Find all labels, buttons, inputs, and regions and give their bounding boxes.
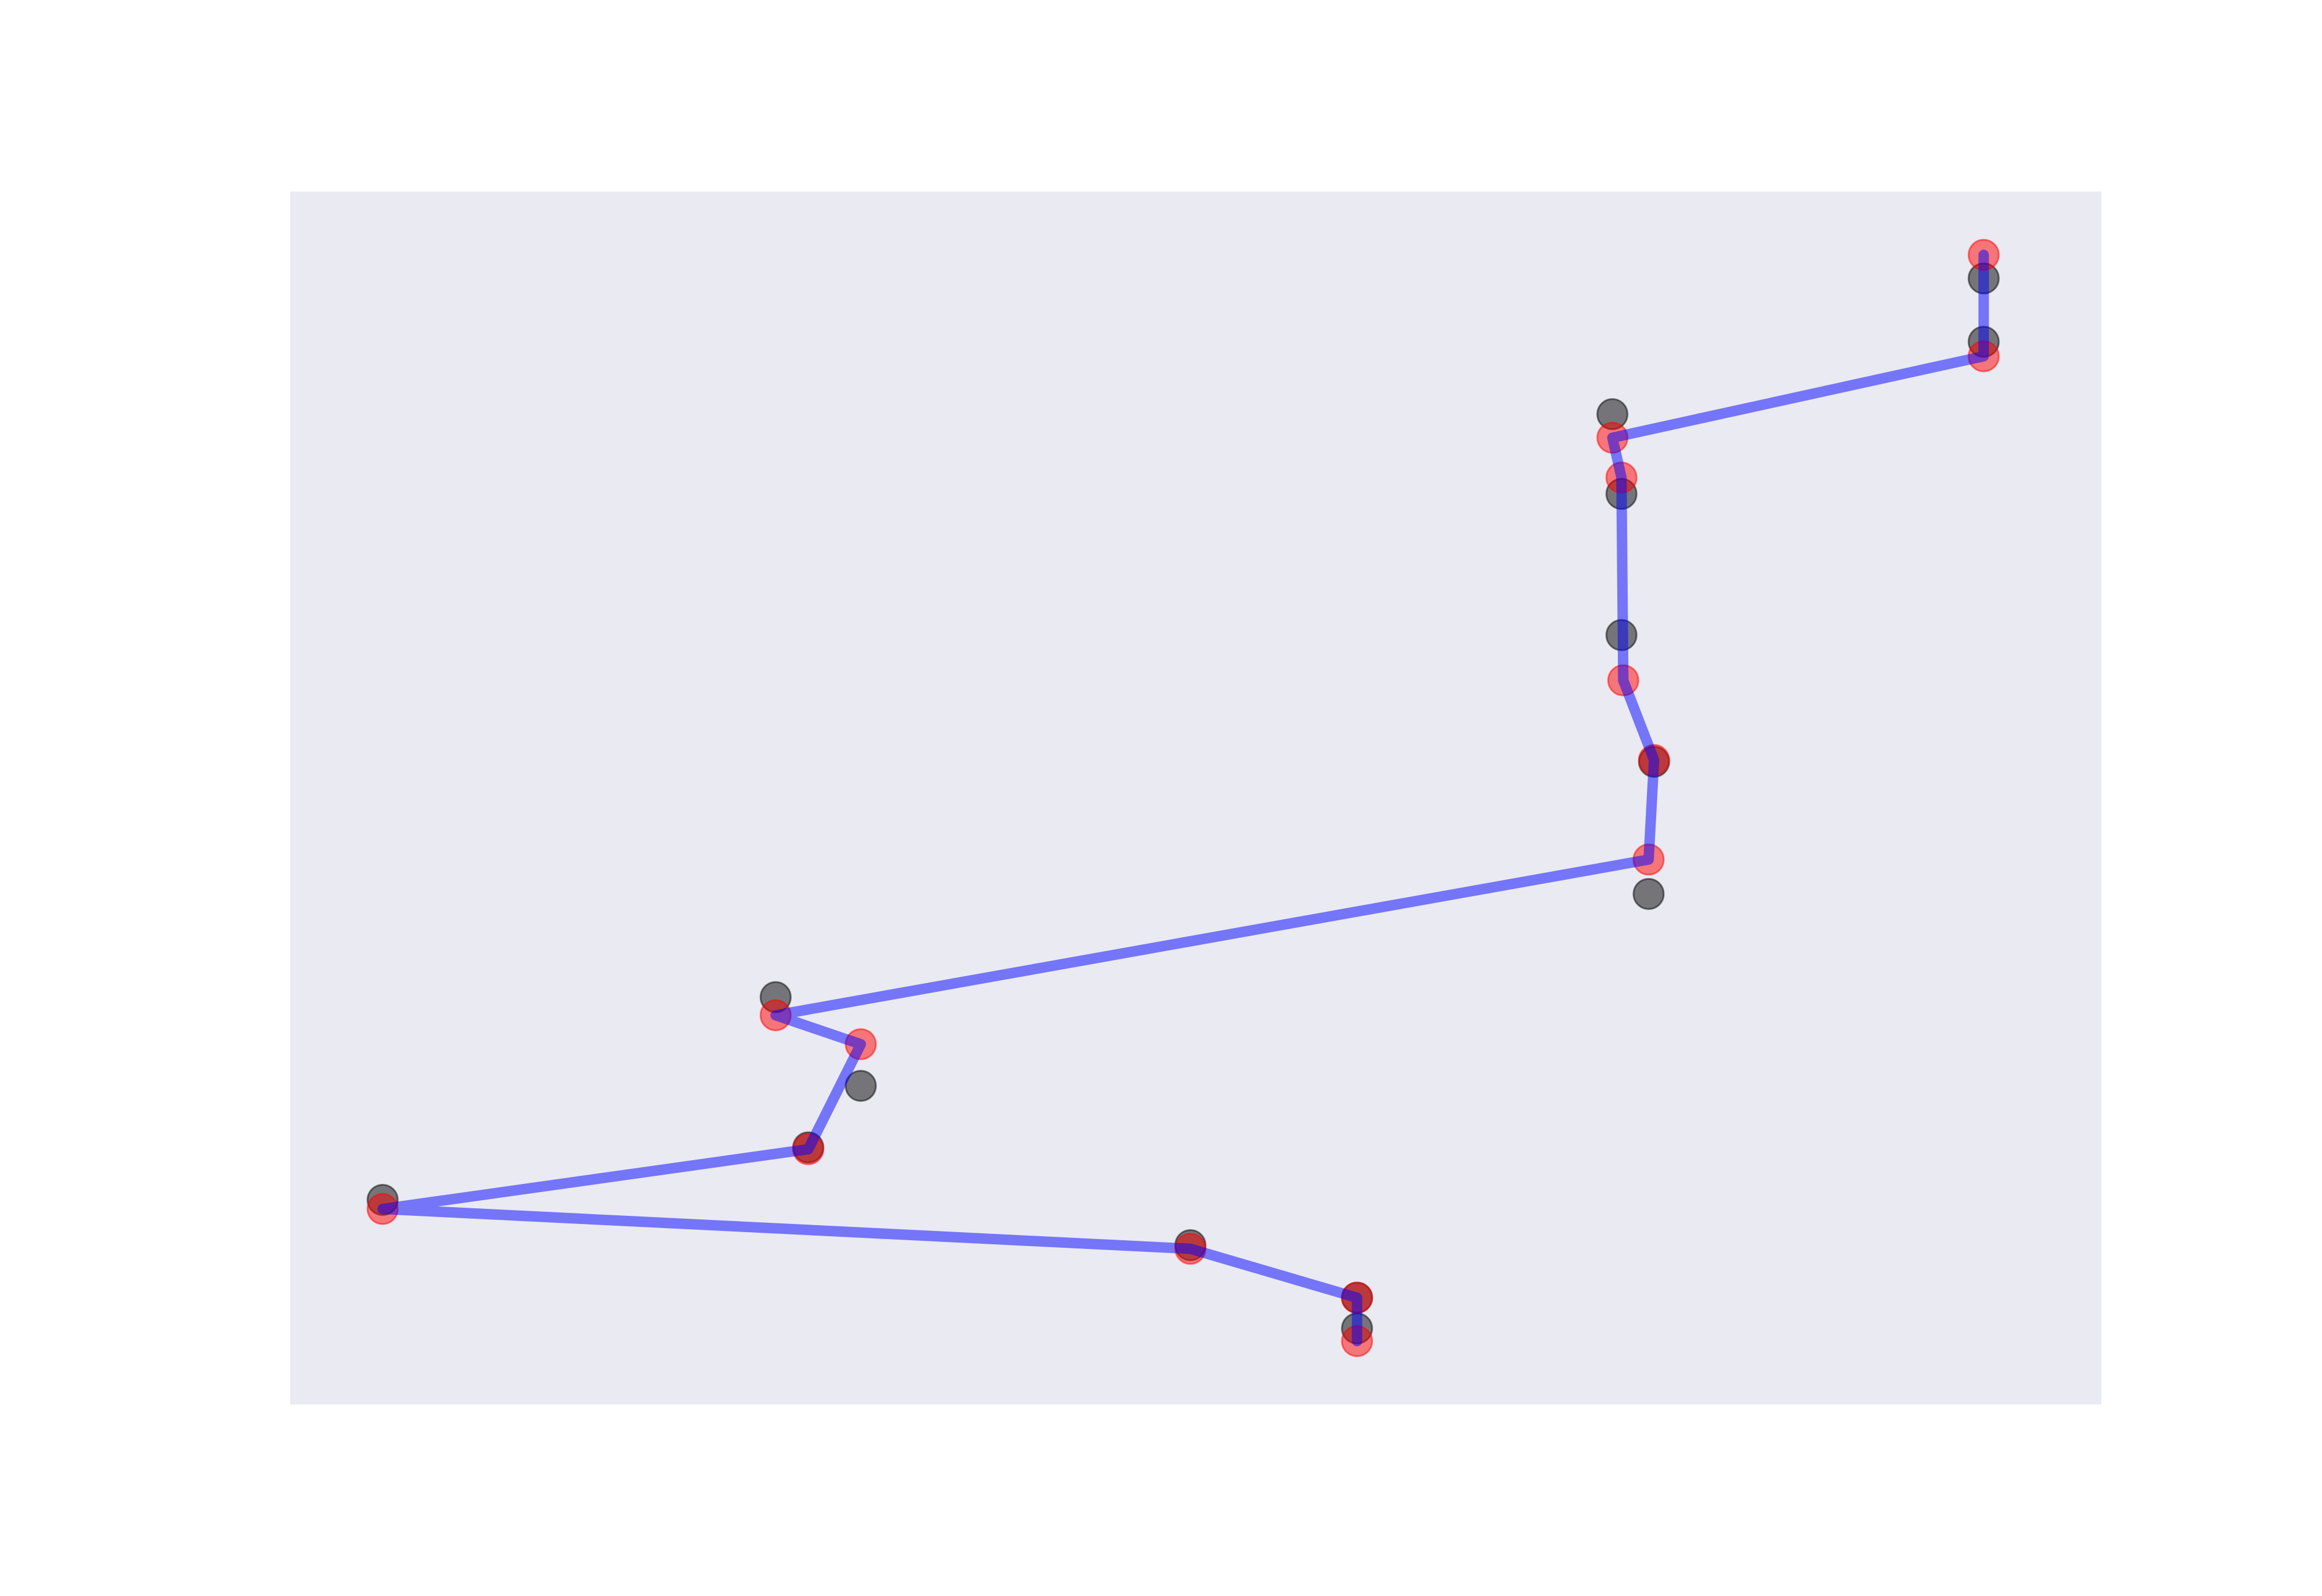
path-line-layer: [377, 250, 1989, 1346]
reference-point: [1632, 878, 1665, 910]
path-line: [377, 250, 1989, 1346]
